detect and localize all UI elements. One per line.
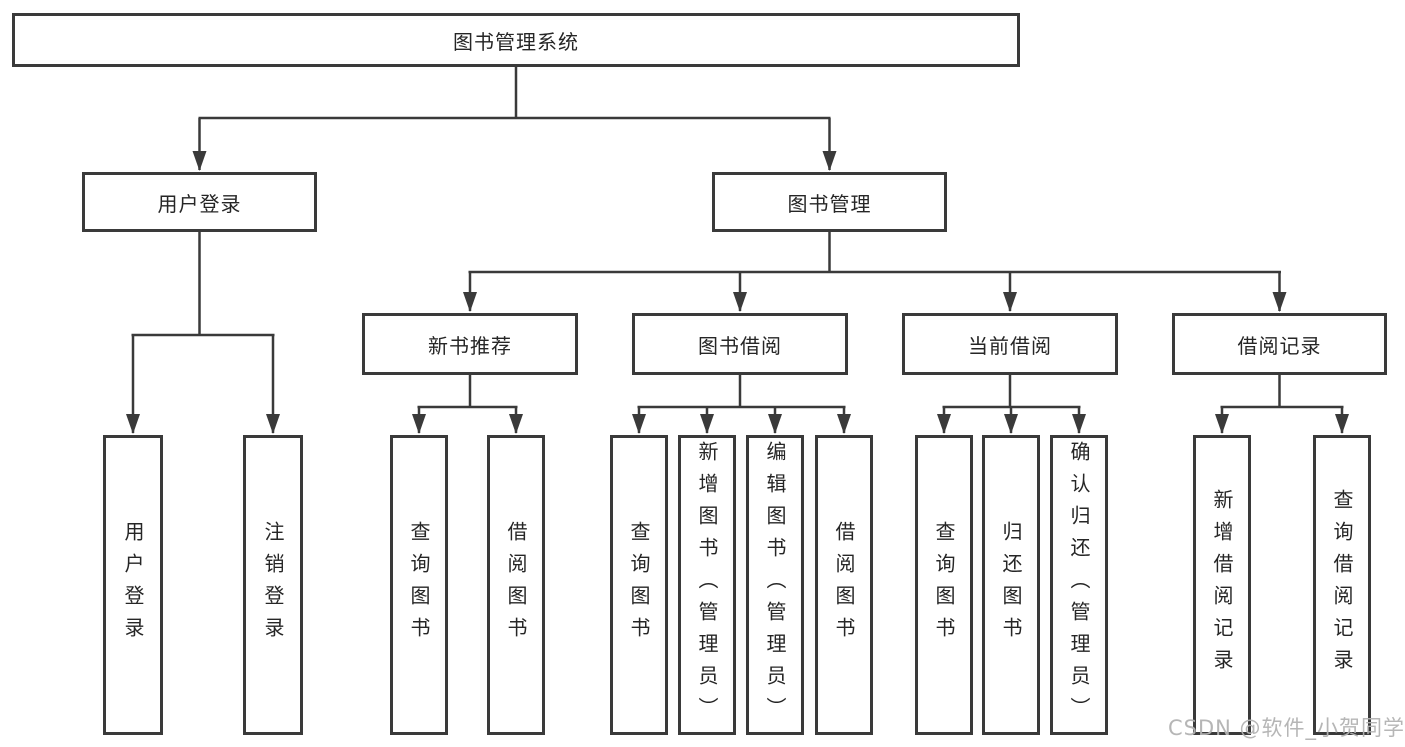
node-library-management-system: 图书管理系统: [12, 13, 1020, 67]
leaf-label: 借阅图书: [504, 521, 528, 649]
leaf-label: 新增借阅记录: [1210, 489, 1234, 681]
leaf-label: 查询图书: [932, 521, 956, 649]
leaf-confirm-return-admin: 确认归还（管理员）: [1050, 435, 1108, 735]
leaf-add-borrow-record: 新增借阅记录: [1193, 435, 1251, 735]
leaf-label: 查询借阅记录: [1330, 489, 1354, 681]
node-user-login: 用户登录: [82, 172, 317, 232]
leaf-query-book-borrowing: 查询图书: [610, 435, 668, 735]
csdn-watermark: CSDN @软件_小贺同学: [1168, 716, 1405, 740]
leaf-label: 编辑图书（管理员）: [763, 441, 787, 729]
leaf-add-book-admin: 新增图书（管理员）: [678, 435, 736, 735]
leaf-borrow-book-recommend: 借阅图书: [487, 435, 545, 735]
leaf-label: 查询图书: [627, 521, 651, 649]
leaf-query-book-current: 查询图书: [915, 435, 973, 735]
leaf-return-book: 归还图书: [982, 435, 1040, 735]
node-book-management: 图书管理: [712, 172, 947, 232]
leaf-label: 确认归还（管理员）: [1067, 441, 1091, 729]
leaf-label: 用户登录: [121, 521, 145, 649]
node-new-book-recommend: 新书推荐: [362, 313, 578, 375]
leaf-edit-book-admin: 编辑图书（管理员）: [746, 435, 804, 735]
node-borrowing-records: 借阅记录: [1172, 313, 1387, 375]
leaf-borrow-book: 借阅图书: [815, 435, 873, 735]
leaf-label: 查询图书: [407, 521, 431, 649]
leaf-label: 归还图书: [999, 521, 1023, 649]
leaf-label: 新增图书（管理员）: [695, 441, 719, 729]
leaf-query-borrow-record: 查询借阅记录: [1313, 435, 1371, 735]
leaf-query-book-recommend: 查询图书: [390, 435, 448, 735]
leaf-label: 注销登录: [261, 521, 285, 649]
node-current-borrowing: 当前借阅: [902, 313, 1118, 375]
leaf-user-login: 用户登录: [103, 435, 163, 735]
node-book-borrowing: 图书借阅: [632, 313, 848, 375]
leaf-label: 借阅图书: [832, 521, 856, 649]
leaf-logout: 注销登录: [243, 435, 303, 735]
